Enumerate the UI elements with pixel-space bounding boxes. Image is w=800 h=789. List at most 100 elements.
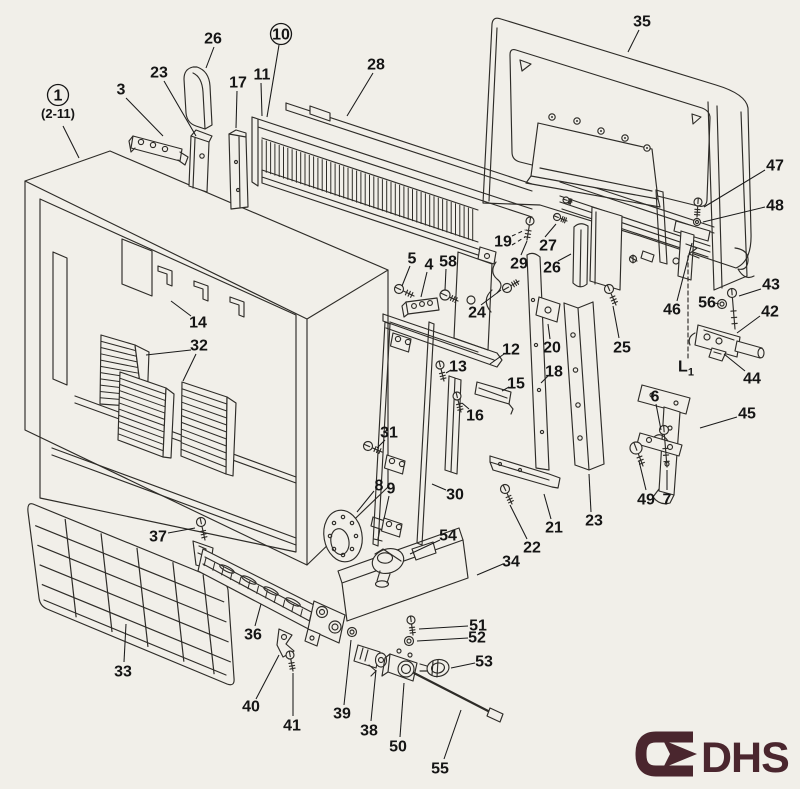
part-label-8: 8 bbox=[356, 478, 384, 513]
part-label-42: 42 bbox=[736, 304, 779, 334]
dhs-logo-arrow-icon bbox=[663, 740, 697, 768]
svg-text:34: 34 bbox=[502, 554, 520, 571]
part-label-50: 50 bbox=[389, 682, 407, 756]
ear-bracket bbox=[389, 332, 412, 353]
part-label-17: 17 bbox=[229, 75, 247, 129]
part-label-41: 41 bbox=[283, 673, 301, 735]
svg-text:17: 17 bbox=[229, 75, 247, 92]
part-label-7: 7 bbox=[663, 470, 672, 509]
svg-text:L1: L1 bbox=[678, 359, 694, 379]
part-label-52: 52 bbox=[416, 630, 486, 647]
svg-text:23: 23 bbox=[150, 65, 168, 82]
svg-text:27: 27 bbox=[539, 238, 557, 255]
wire-guard-33 bbox=[27, 503, 241, 686]
heating-element bbox=[251, 102, 533, 351]
svg-text:28: 28 bbox=[367, 57, 385, 74]
svg-text:1: 1 bbox=[54, 88, 63, 105]
part-label-37: 37 bbox=[149, 527, 196, 546]
part-label-10-circled: 10 bbox=[266, 22, 293, 118]
dhs-logo-text: DHS bbox=[701, 734, 789, 782]
part-label-48: 48 bbox=[702, 198, 784, 223]
part-label-33: 33 bbox=[114, 623, 132, 681]
part-label-32: 32 bbox=[145, 338, 208, 382]
thermostat-linkage bbox=[276, 628, 504, 723]
burner-bar-36 bbox=[192, 540, 346, 647]
part-label-20: 20 bbox=[543, 323, 561, 357]
part-label-56: 56 bbox=[698, 295, 720, 312]
svg-text:54: 54 bbox=[439, 528, 457, 545]
svg-text:4: 4 bbox=[425, 257, 434, 274]
part-label-53: 53 bbox=[450, 654, 493, 671]
part-label-24: 24 bbox=[468, 289, 502, 322]
svg-text:56: 56 bbox=[698, 295, 716, 312]
svg-text:11: 11 bbox=[254, 67, 271, 84]
part-label-23: 23 bbox=[150, 65, 197, 137]
part-label-35: 35 bbox=[627, 14, 651, 53]
svg-text:21: 21 bbox=[545, 520, 563, 537]
bracket-46 bbox=[673, 220, 711, 242]
dhs-logo-c-icon bbox=[635, 731, 693, 777]
part-label-36: 36 bbox=[244, 603, 262, 644]
svg-text:26: 26 bbox=[543, 260, 561, 277]
part-label-23: 23 bbox=[585, 473, 603, 530]
part-label-27: 27 bbox=[539, 223, 557, 255]
svg-text:43: 43 bbox=[762, 277, 780, 294]
screws-and-washers bbox=[195, 196, 738, 672]
svg-text:(2-11): (2-11) bbox=[41, 106, 75, 121]
svg-text:44: 44 bbox=[743, 371, 761, 388]
rail-21 bbox=[489, 455, 561, 489]
svg-text:47: 47 bbox=[766, 158, 784, 175]
svg-text:18: 18 bbox=[545, 364, 563, 381]
svg-text:42: 42 bbox=[761, 304, 779, 321]
part-label-34: 34 bbox=[476, 554, 520, 576]
svg-text:48: 48 bbox=[766, 198, 784, 215]
svg-text:23: 23 bbox=[585, 513, 603, 530]
part-label-18: 18 bbox=[540, 364, 563, 384]
svg-text:25: 25 bbox=[613, 340, 631, 357]
frame-30 bbox=[372, 321, 435, 547]
part-label-26: 26 bbox=[543, 253, 572, 277]
part-label-L: L1 bbox=[678, 359, 694, 379]
svg-text:40: 40 bbox=[242, 699, 260, 716]
svg-text:55: 55 bbox=[431, 761, 449, 778]
part-label-58: 58 bbox=[439, 254, 457, 291]
svg-text:16: 16 bbox=[466, 408, 484, 425]
svg-text:14: 14 bbox=[189, 315, 207, 332]
part-label-28: 28 bbox=[346, 57, 385, 117]
svg-text:19: 19 bbox=[494, 234, 512, 251]
louvre-grilles-32 bbox=[99, 334, 237, 477]
part-label-9: 9 bbox=[383, 481, 396, 520]
svg-text:50: 50 bbox=[389, 739, 407, 756]
dial-plate-8 bbox=[323, 509, 363, 563]
svg-text:58: 58 bbox=[439, 254, 457, 271]
part-label-40: 40 bbox=[242, 654, 280, 716]
part-label-29: 29 bbox=[510, 240, 528, 273]
part-label-25: 25 bbox=[612, 305, 631, 357]
back-panel-assembly bbox=[482, 17, 755, 359]
part-label-31: 31 bbox=[376, 425, 398, 449]
part-label-16: 16 bbox=[461, 402, 484, 425]
part-label-55: 55 bbox=[431, 709, 462, 778]
part-label-54: 54 bbox=[409, 528, 457, 555]
panel-screws bbox=[548, 113, 651, 152]
strip-18 bbox=[526, 252, 550, 471]
svg-text:45: 45 bbox=[738, 406, 756, 423]
box-34 bbox=[337, 527, 469, 622]
part-label-46: 46 bbox=[663, 242, 693, 319]
part-label-38: 38 bbox=[360, 669, 378, 740]
svg-text:53: 53 bbox=[475, 654, 493, 671]
svg-text:10: 10 bbox=[272, 27, 290, 44]
svg-text:7: 7 bbox=[663, 492, 672, 509]
part-label-26: 26 bbox=[204, 31, 222, 69]
svg-text:15: 15 bbox=[507, 376, 525, 393]
part-label-15: 15 bbox=[501, 376, 525, 393]
part-label-45: 45 bbox=[699, 406, 756, 429]
svg-text:13: 13 bbox=[449, 359, 467, 376]
angle-23 bbox=[563, 301, 605, 471]
svg-text:51: 51 bbox=[469, 618, 487, 635]
svg-text:26: 26 bbox=[204, 31, 222, 48]
svg-text:3: 3 bbox=[117, 82, 126, 99]
cabinet bbox=[24, 150, 389, 566]
